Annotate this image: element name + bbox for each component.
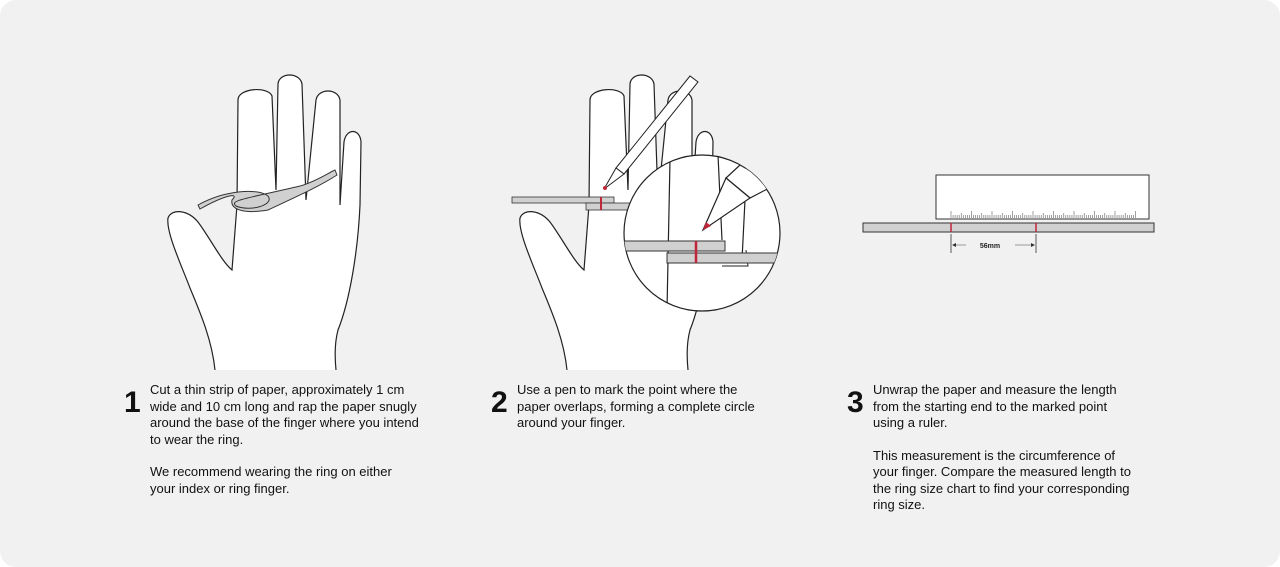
pencil-icon	[603, 75, 699, 190]
step-number: 1	[124, 386, 141, 419]
paper-strip	[862, 222, 1155, 233]
step-note: We recommend wearing the ring on either …	[150, 464, 392, 496]
hand-illustration-1	[167, 74, 362, 371]
ruler-illustration: 56mm	[862, 174, 1155, 253]
step-note: This measurement is the circumference of…	[873, 447, 1131, 513]
step-3: 3 Unwrap the paper and measure the lengt…	[847, 382, 1133, 530]
paper-strip	[197, 169, 338, 213]
step-number: 3	[847, 386, 864, 419]
ruler	[935, 174, 1150, 220]
step-1: 1 Cut a thin strip of paper, approximate…	[124, 382, 420, 513]
step-text: Use a pen to mark the point where the pa…	[517, 382, 755, 430]
step-text: Unwrap the paper and measure the length …	[873, 382, 1117, 430]
step-2: 2 Use a pen to mark the point where the …	[491, 382, 767, 448]
hand-illustration-2	[511, 74, 781, 371]
paper-strip	[511, 196, 615, 204]
step-number: 2	[491, 386, 508, 419]
step-text: Cut a thin strip of paper, approximately…	[150, 382, 419, 447]
magnified-view	[623, 154, 781, 312]
measurement-label: 56mm	[980, 243, 1000, 250]
